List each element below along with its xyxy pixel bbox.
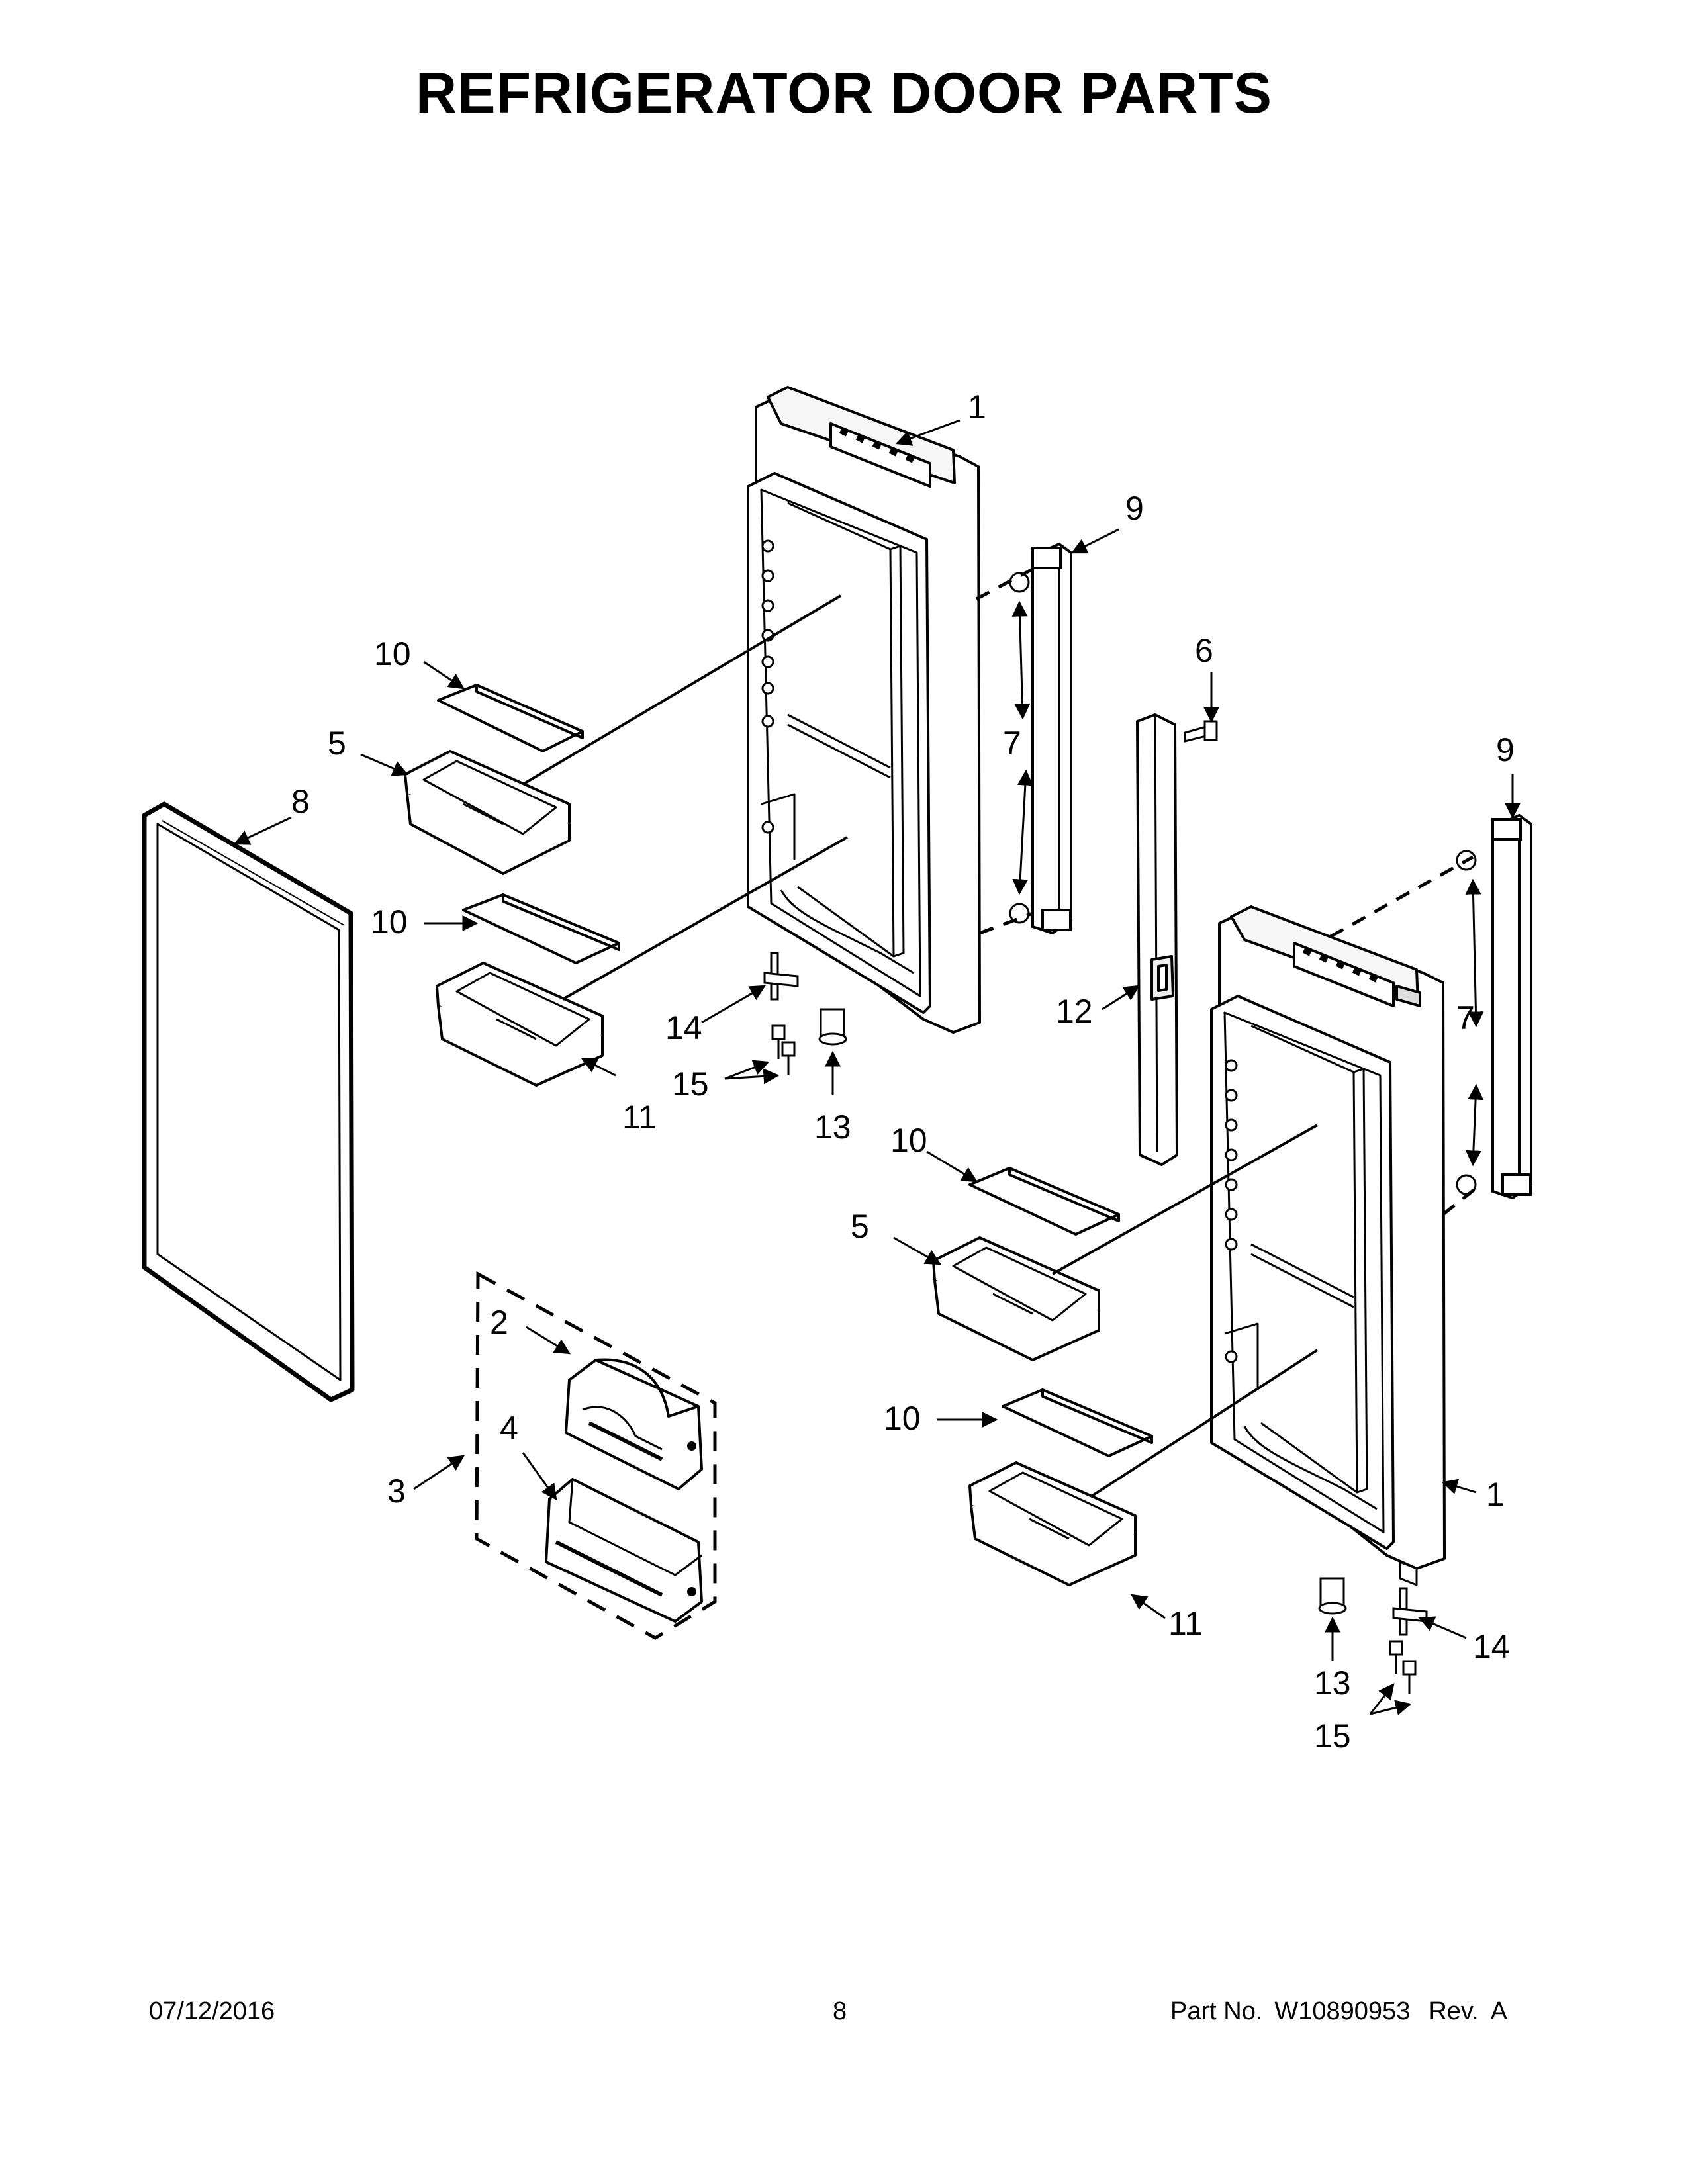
door-gasket (142, 801, 355, 1402)
callout-5-b: 5 (851, 1208, 869, 1245)
rev-label: Rev. (1429, 1997, 1479, 2025)
callout-7-arrows (1011, 600, 1484, 1167)
dairy-bin-4 (545, 1478, 703, 1623)
callout-10-d: 10 (884, 1400, 921, 1437)
callout-4: 4 (500, 1410, 518, 1447)
handle-upper (1031, 542, 1072, 935)
part-number: W10890953 (1274, 1997, 1411, 2025)
shelf-10-lower-left (462, 893, 620, 964)
callout-15-left: 15 (672, 1066, 709, 1103)
leader-lines (522, 594, 1319, 1497)
callout-13-left: 13 (814, 1109, 851, 1146)
callout-7-upper: 7 (1003, 725, 1021, 762)
bin-11-left (436, 962, 604, 1087)
callout-13-right: 13 (1314, 1664, 1351, 1702)
dairy-assembly-boundary (475, 1271, 717, 1640)
callout-1-lower: 1 (1486, 1476, 1505, 1513)
fasteners-right (1318, 1577, 1428, 1694)
shelf-10-lower-right (1002, 1388, 1153, 1457)
shelf-10-upper-left (437, 684, 584, 752)
callout-15-right: 15 (1314, 1717, 1351, 1754)
handle-lower (1491, 813, 1532, 1200)
screw-6 (1184, 720, 1218, 743)
callout-5-a: 5 (328, 725, 346, 762)
callout-9-lower: 9 (1496, 731, 1515, 768)
callout-arrows (233, 419, 1521, 1715)
rev-value: A (1490, 1997, 1508, 2025)
callout-14-right: 14 (1473, 1628, 1510, 1665)
callout-12: 12 (1056, 993, 1093, 1030)
center-mullion (1136, 713, 1178, 1166)
right-door-liner (1210, 905, 1446, 1586)
dashed-lines (975, 567, 1477, 1216)
callout-10-b: 10 (371, 903, 408, 940)
callout-11-right: 11 (1168, 1605, 1203, 1642)
callout-3: 3 (387, 1473, 406, 1510)
callout-1-upper: 1 (968, 388, 986, 426)
footer-page-number: 8 (833, 1997, 847, 2025)
page-title: REFRIGERATOR DOOR PARTS (416, 62, 1272, 125)
callout-10-a: 10 (374, 635, 411, 672)
dairy-door-2 (565, 1358, 703, 1490)
callout-11-left: 11 (622, 1099, 657, 1136)
shelf-10-upper-right (968, 1167, 1120, 1236)
callout-6: 6 (1195, 632, 1213, 669)
callout-7-lower: 7 (1456, 999, 1475, 1036)
part-label: Part No. (1170, 1997, 1263, 2025)
callout-9-upper: 9 (1125, 490, 1144, 527)
bin-11-right (968, 1461, 1137, 1586)
callout-2: 2 (490, 1304, 508, 1341)
bin-5-right (932, 1236, 1100, 1361)
footer-part-number: Part No. W10890953 Rev. A (1170, 1997, 1507, 2026)
callout-14-left: 14 (665, 1009, 702, 1046)
footer-date: 07/12/2016 (149, 1997, 275, 2025)
mounting-studs (1009, 572, 1477, 1195)
bin-5-upper-left (404, 750, 571, 875)
callout-10-c: 10 (890, 1122, 927, 1159)
callout-labels: 1 9 6 10 5 7 8 9 10 12 7 14 15 11 13 10 … (291, 388, 1515, 1754)
left-door-liner (747, 386, 981, 1034)
callout-8: 8 (291, 783, 310, 820)
fasteners-left (763, 952, 847, 1075)
